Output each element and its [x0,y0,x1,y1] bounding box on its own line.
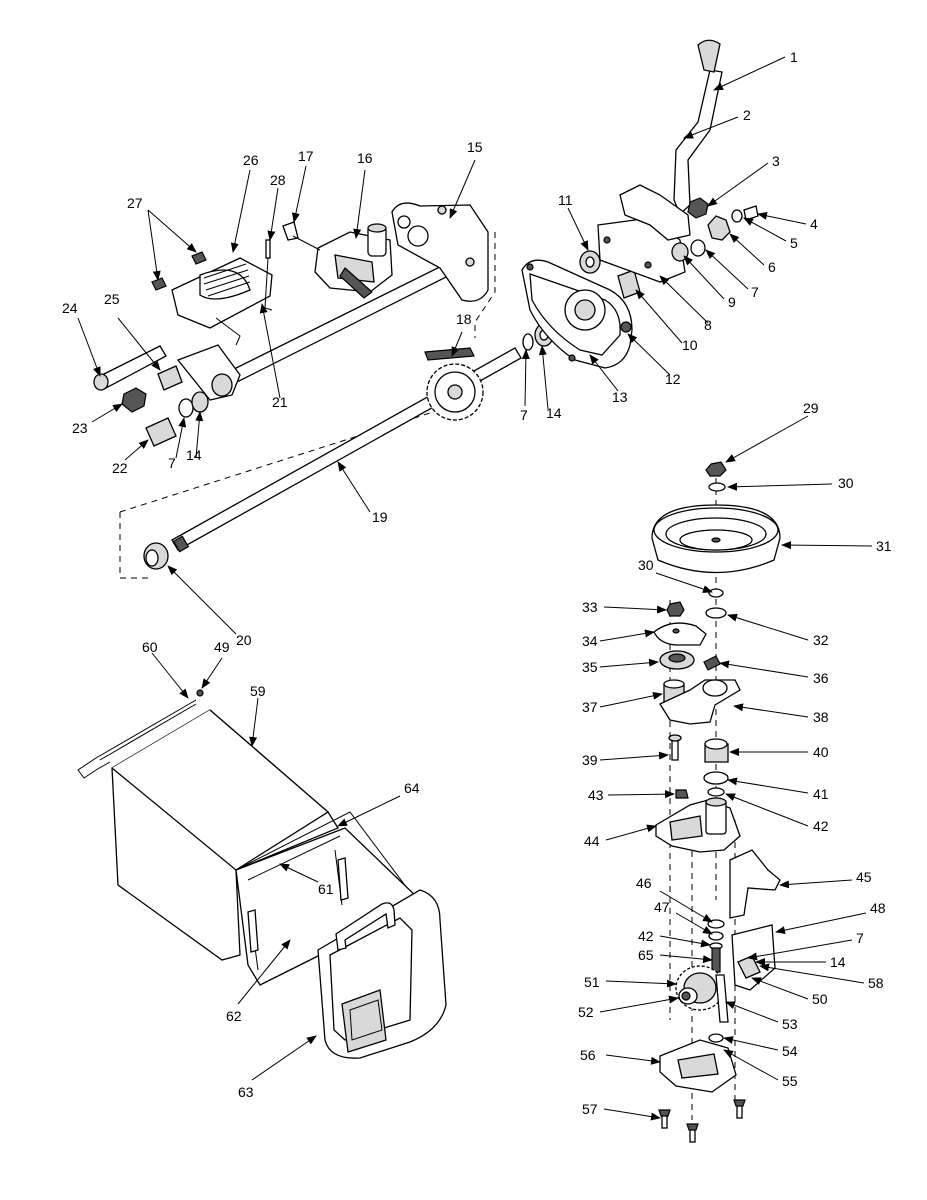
drive-assembly-drawing [93,39,759,579]
callout-62: 62 [226,1008,242,1024]
callout-49: 49 [214,639,230,655]
callout-42b: 42 [638,928,654,944]
callout-33: 33 [582,599,598,615]
callout-51: 51 [584,974,600,990]
callout-14c: 14 [830,954,846,970]
callout-39: 39 [582,752,598,768]
callout-7d: 7 [856,930,864,946]
callout-50: 50 [812,991,828,1007]
callout-52: 52 [578,1004,594,1020]
callout-61: 61 [318,881,334,897]
callout-6: 6 [768,259,776,275]
callout-42: 42 [813,818,829,834]
callout-19: 19 [372,509,388,525]
gear-case-cover-13 [521,259,633,369]
callout-7c: 7 [168,455,176,471]
callout-3: 3 [772,153,780,169]
callout-24: 24 [62,300,78,316]
callout-45: 45 [856,869,872,885]
callout-16: 16 [357,150,373,166]
callout-14: 14 [546,405,562,421]
callout-56: 56 [580,1047,596,1063]
callout-53: 53 [782,1016,798,1032]
callout-44: 44 [584,833,600,849]
callout-4: 4 [810,216,818,232]
callout-23: 23 [72,420,88,436]
callout-40: 40 [813,744,829,760]
callout-60: 60 [142,639,158,655]
callout-14b: 14 [186,447,202,463]
callout-46: 46 [636,875,652,891]
gearbox-stack-drawing [651,461,781,1143]
callout-9: 9 [728,294,736,310]
callout-63: 63 [238,1084,254,1100]
callout-12: 12 [665,371,681,387]
callout-18: 18 [456,311,472,327]
callout-20: 20 [236,632,252,648]
gearbox-housing-44 [655,797,741,853]
callout-59: 59 [250,683,266,699]
callout-25: 25 [104,291,120,307]
callout-35: 35 [582,659,598,675]
callout-17: 17 [298,148,314,164]
callout-41: 41 [813,786,829,802]
grass-bag-drawing [77,689,447,1059]
callout-64: 64 [404,780,420,796]
callout-8: 8 [704,317,712,333]
callout-21: 21 [272,394,288,410]
callout-22: 22 [112,460,128,476]
callout-43: 43 [588,787,604,803]
callout-15: 15 [467,139,483,155]
callout-32: 32 [813,632,829,648]
callout-48: 48 [870,900,886,916]
callout-labels: 1 2 3 4 5 6 7 9 8 10 11 12 13 14 7 15 16… [62,49,892,1117]
callout-47: 47 [654,899,670,915]
callout-65: 65 [638,947,654,963]
callout-13: 13 [612,389,628,405]
bag-cover-63 [317,889,447,1059]
callout-2: 2 [743,107,751,123]
callout-34: 34 [582,633,598,649]
leader-lines [77,56,873,1121]
callout-54: 54 [782,1043,798,1059]
callout-58: 58 [868,975,884,991]
callout-55: 55 [782,1073,798,1089]
callout-30b: 30 [638,557,654,573]
callout-10: 10 [682,337,698,353]
callout-7: 7 [751,284,759,300]
sprocket-18 [424,347,484,421]
callout-7b: 7 [520,407,528,423]
worm-gear-51 [675,965,725,1011]
callout-5: 5 [790,235,798,251]
callout-29: 29 [803,400,819,416]
callout-57: 57 [582,1101,598,1117]
callout-37: 37 [582,699,598,715]
callout-28: 28 [270,172,286,188]
callout-26: 26 [243,152,259,168]
spring-bracket-26 [171,257,273,346]
callout-38: 38 [813,709,829,725]
callout-31: 31 [876,538,892,554]
callout-27: 27 [127,195,143,211]
callout-11: 11 [558,192,573,208]
transmission-16 [314,223,393,299]
pulley-31 [651,504,781,574]
callout-30: 30 [838,475,854,491]
callout-1: 1 [790,49,798,65]
callout-36: 36 [813,670,829,686]
